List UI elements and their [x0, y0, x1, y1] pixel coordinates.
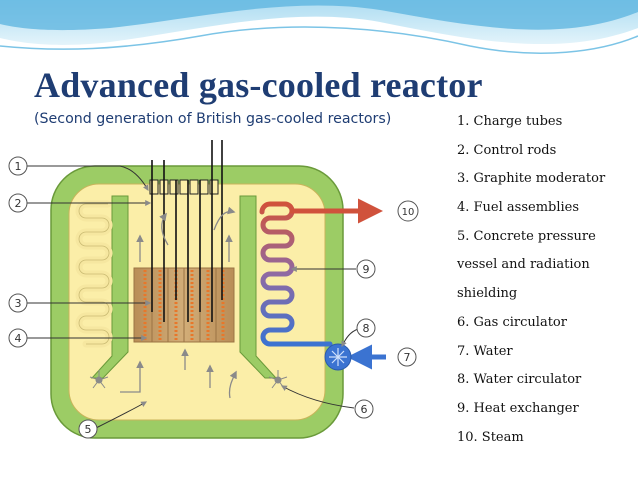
callout-6: 6	[354, 399, 374, 419]
legend-item-charge-tubes: 1. Charge tubes	[457, 114, 563, 129]
callout-7: 7	[397, 347, 417, 367]
legend-item-control-rods: 2. Control rods	[457, 142, 557, 158]
svg-text:4: 4	[15, 332, 22, 345]
svg-text:3: 3	[15, 297, 22, 310]
right-heat-exchanger	[259, 201, 333, 347]
water-pump-icon	[324, 343, 352, 371]
callout-4: 4	[8, 328, 28, 348]
reactor-diagram: 1 2 3 4 5 6 7 8	[8, 140, 419, 439]
header-wave	[0, 0, 638, 80]
legend-item-concrete-vessel: 5. Concrete pressure	[457, 228, 596, 244]
callout-labels: 1 2 3 4 5 6 7 8	[8, 156, 419, 439]
callout-8: 8	[356, 318, 376, 338]
svg-text:10: 10	[402, 207, 415, 218]
charge-tubes	[149, 179, 219, 195]
legend-item-heat-exchanger: 9. Heat exchanger	[457, 400, 579, 416]
callout-10: 10	[397, 200, 419, 222]
svg-text:9: 9	[363, 263, 370, 276]
slide-title: Advanced gas-cooled reactor	[34, 65, 483, 105]
legend-item-graphite-moderator: 3. Graphite moderator	[457, 171, 606, 187]
legend-list: 1. Charge tubes 2. Control rods 3. Graph…	[457, 112, 635, 456]
legend-item-concrete-vessel-cont: vessel and radiation	[457, 257, 590, 273]
callout-1: 1	[8, 156, 28, 176]
control-rods	[151, 140, 223, 322]
slide-subtitle: (Second generation of British gas-cooled…	[34, 111, 392, 127]
legend-item-water: 7. Water	[457, 343, 513, 359]
svg-text:7: 7	[404, 351, 411, 364]
legend-item-fuel-assemblies: 4. Fuel assemblies	[457, 200, 580, 216]
legend-item-steam: 10. Steam	[457, 429, 524, 445]
svg-text:8: 8	[363, 322, 370, 335]
callout-2: 2	[8, 193, 28, 213]
svg-text:5: 5	[85, 423, 92, 436]
leader-lines	[26, 165, 359, 429]
legend-item-gas-circulator: 6. Gas circulator	[457, 314, 567, 330]
legend-item-concrete-vessel-cont2: shielding	[457, 286, 518, 302]
legend-item-water-circulator: 8. Water circulator	[457, 372, 582, 388]
left-boiler-wall	[90, 195, 129, 379]
callout-9: 9	[356, 259, 376, 279]
callout-3: 3	[8, 293, 28, 313]
circulator-fan-icon-right	[268, 370, 288, 389]
graphite-core	[133, 267, 235, 343]
svg-text:6: 6	[361, 403, 368, 416]
gas-flow-arrows	[120, 206, 237, 399]
circulator-fan-icon	[89, 370, 109, 389]
svg-text:1: 1	[15, 160, 22, 173]
svg-text:2: 2	[15, 197, 22, 210]
callout-5: 5	[78, 419, 98, 439]
